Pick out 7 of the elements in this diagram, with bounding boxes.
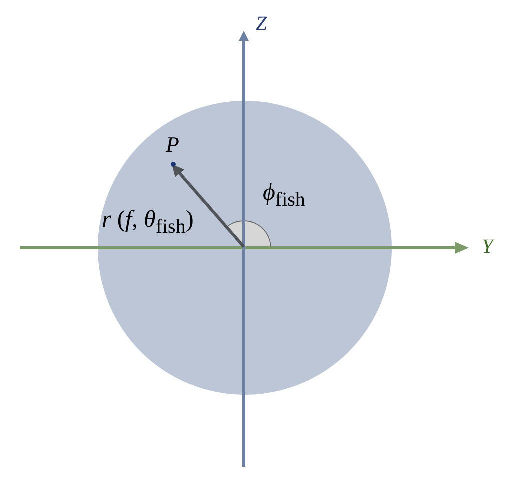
point-label: P bbox=[166, 134, 180, 156]
vector-label: r (f, θ$_{fish}$) bbox=[102, 208, 194, 237]
angle-label: ϕ$_{fish}$ bbox=[263, 181, 306, 210]
arrow bbox=[172, 164, 246, 248]
axis-label: Y bbox=[482, 237, 494, 257]
angle-arc bbox=[226, 220, 272, 248]
axis-label: Z bbox=[256, 14, 268, 34]
